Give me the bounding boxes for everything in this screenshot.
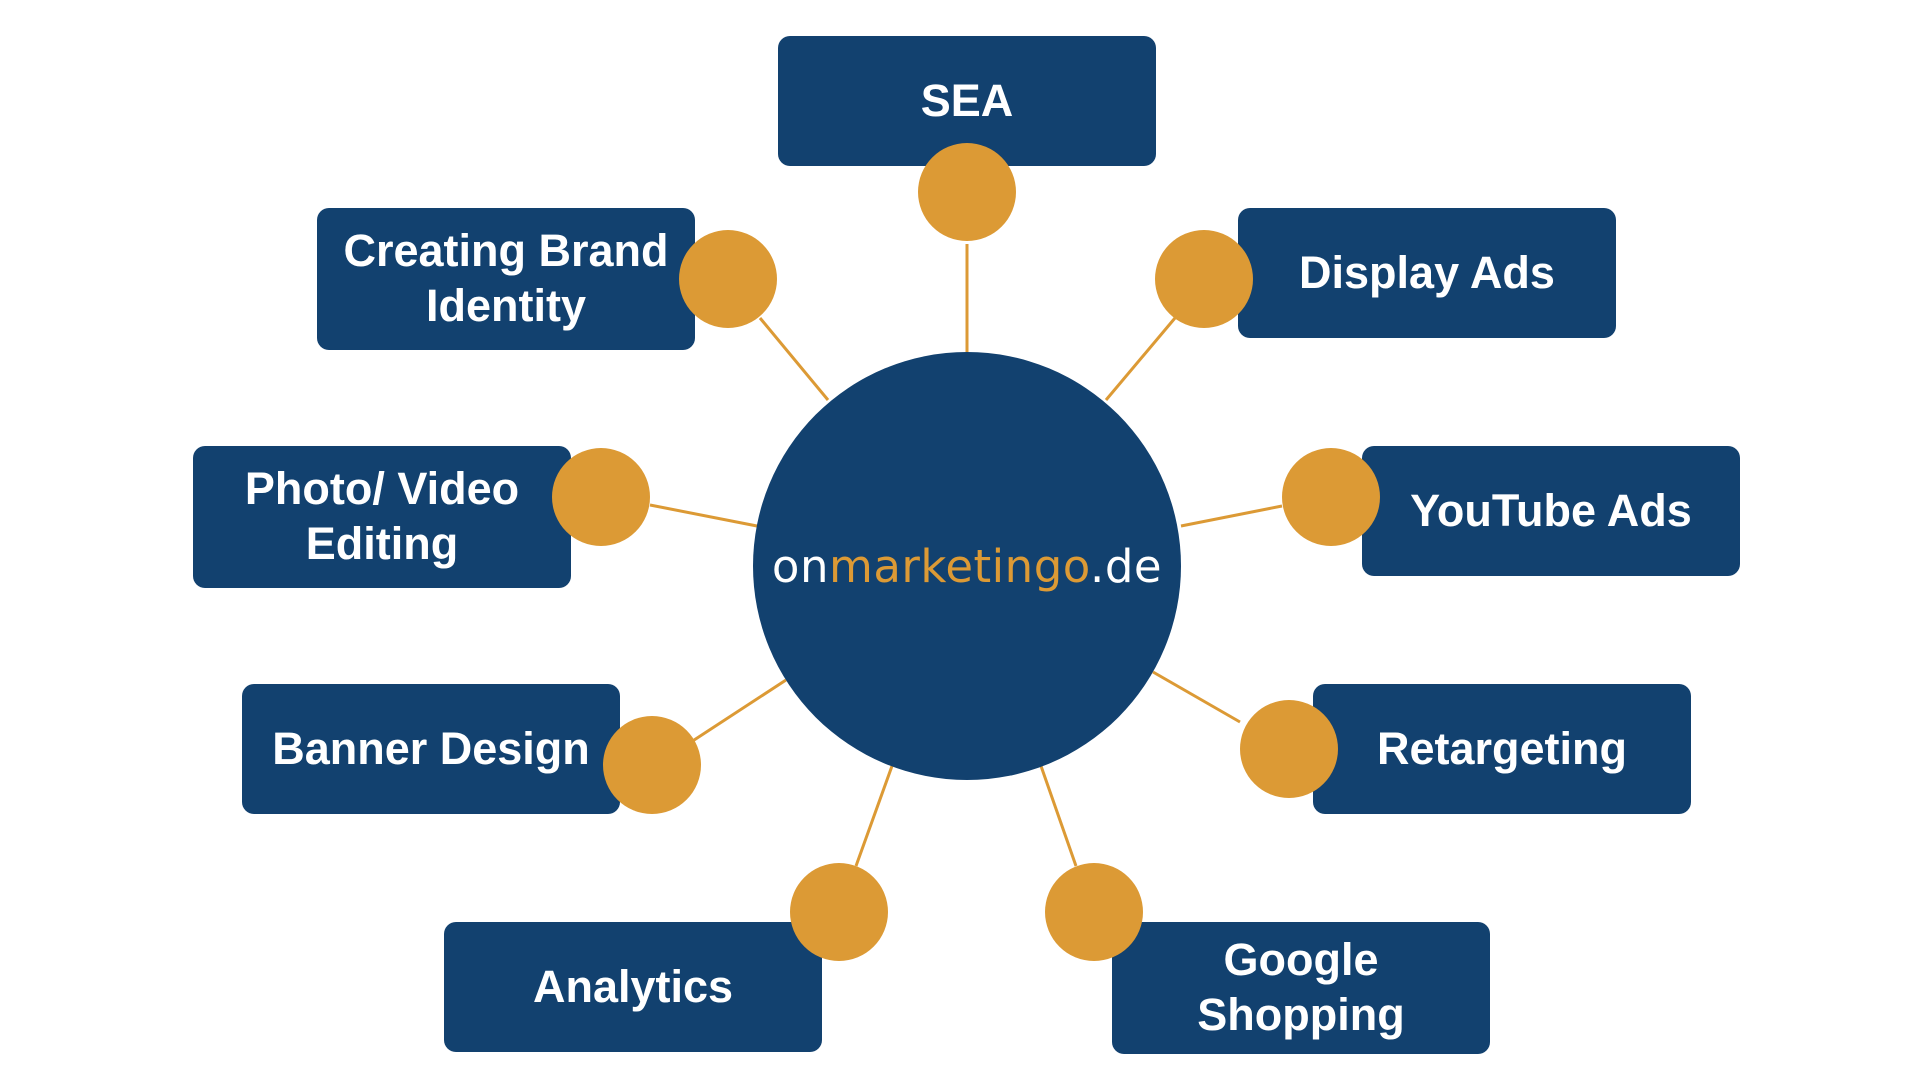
node-display-ads: Display Ads xyxy=(1238,208,1616,338)
hub-text-suffix: .de xyxy=(1090,539,1163,593)
node-display-ads-label: Display Ads xyxy=(1299,246,1555,298)
hub-text-prefix: on xyxy=(771,539,829,593)
connector-google-shopping xyxy=(1039,765,1078,867)
hub-circle: onmarketingo.de xyxy=(753,352,1181,780)
node-youtube-ads-label: YouTube Ads xyxy=(1410,484,1692,536)
node-brand-identity: Creating Brand Identity xyxy=(317,208,695,350)
node-brand-identity-text: Creating Brand Identity xyxy=(343,224,668,334)
dot-analytics xyxy=(790,863,888,961)
connector-retargeting xyxy=(1152,670,1241,724)
node-brand-identity-line-2: Identity xyxy=(425,280,586,331)
connector-analytics xyxy=(854,765,894,867)
dot-photo-video-editing xyxy=(552,448,650,546)
hub-text-accent: marketingo xyxy=(828,539,1091,593)
dot-retargeting xyxy=(1240,700,1338,798)
node-sea: SEA xyxy=(778,36,1156,166)
node-photo-video-editing: Photo/ Video Editing xyxy=(193,446,571,588)
dot-brand-identity xyxy=(679,230,777,328)
node-google-shopping-line-2: Shopping xyxy=(1197,989,1405,1040)
node-youtube-ads: YouTube Ads xyxy=(1362,446,1740,576)
node-sea-label: SEA xyxy=(920,74,1014,126)
node-banner-design-label: Banner Design xyxy=(272,722,590,774)
node-analytics-label: Analytics xyxy=(532,960,734,1012)
node-google-shopping: Google Shopping xyxy=(1112,922,1490,1054)
connector-display-ads xyxy=(1104,317,1177,401)
node-banner-design: Banner Design xyxy=(242,684,620,814)
hub-logo-text: onmarketingo.de xyxy=(772,540,1162,593)
dot-sea xyxy=(918,143,1016,241)
node-analytics: Analytics xyxy=(444,922,822,1052)
connector-youtube-ads xyxy=(1180,504,1283,528)
node-retargeting: Retargeting xyxy=(1313,684,1691,814)
node-retargeting-label: Retargeting xyxy=(1376,722,1628,774)
node-photo-video-editing-line-2: Editing xyxy=(305,518,459,569)
dot-display-ads xyxy=(1155,230,1253,328)
dot-youtube-ads xyxy=(1282,448,1380,546)
connector-banner-design xyxy=(687,678,787,746)
node-google-shopping-line-1: Google xyxy=(1223,934,1379,986)
node-photo-video-editing-line-1: Photo/ Video xyxy=(244,463,520,515)
dot-google-shopping xyxy=(1045,863,1143,961)
dot-banner-design xyxy=(603,716,701,814)
node-photo-video-editing-text: Photo/ Video Editing xyxy=(245,462,519,572)
node-brand-identity-line-1: Creating Brand xyxy=(343,225,669,277)
connector-brand-identity xyxy=(758,317,830,401)
connector-photo-video xyxy=(649,503,758,528)
node-google-shopping-text: Google Shopping xyxy=(1197,933,1404,1043)
